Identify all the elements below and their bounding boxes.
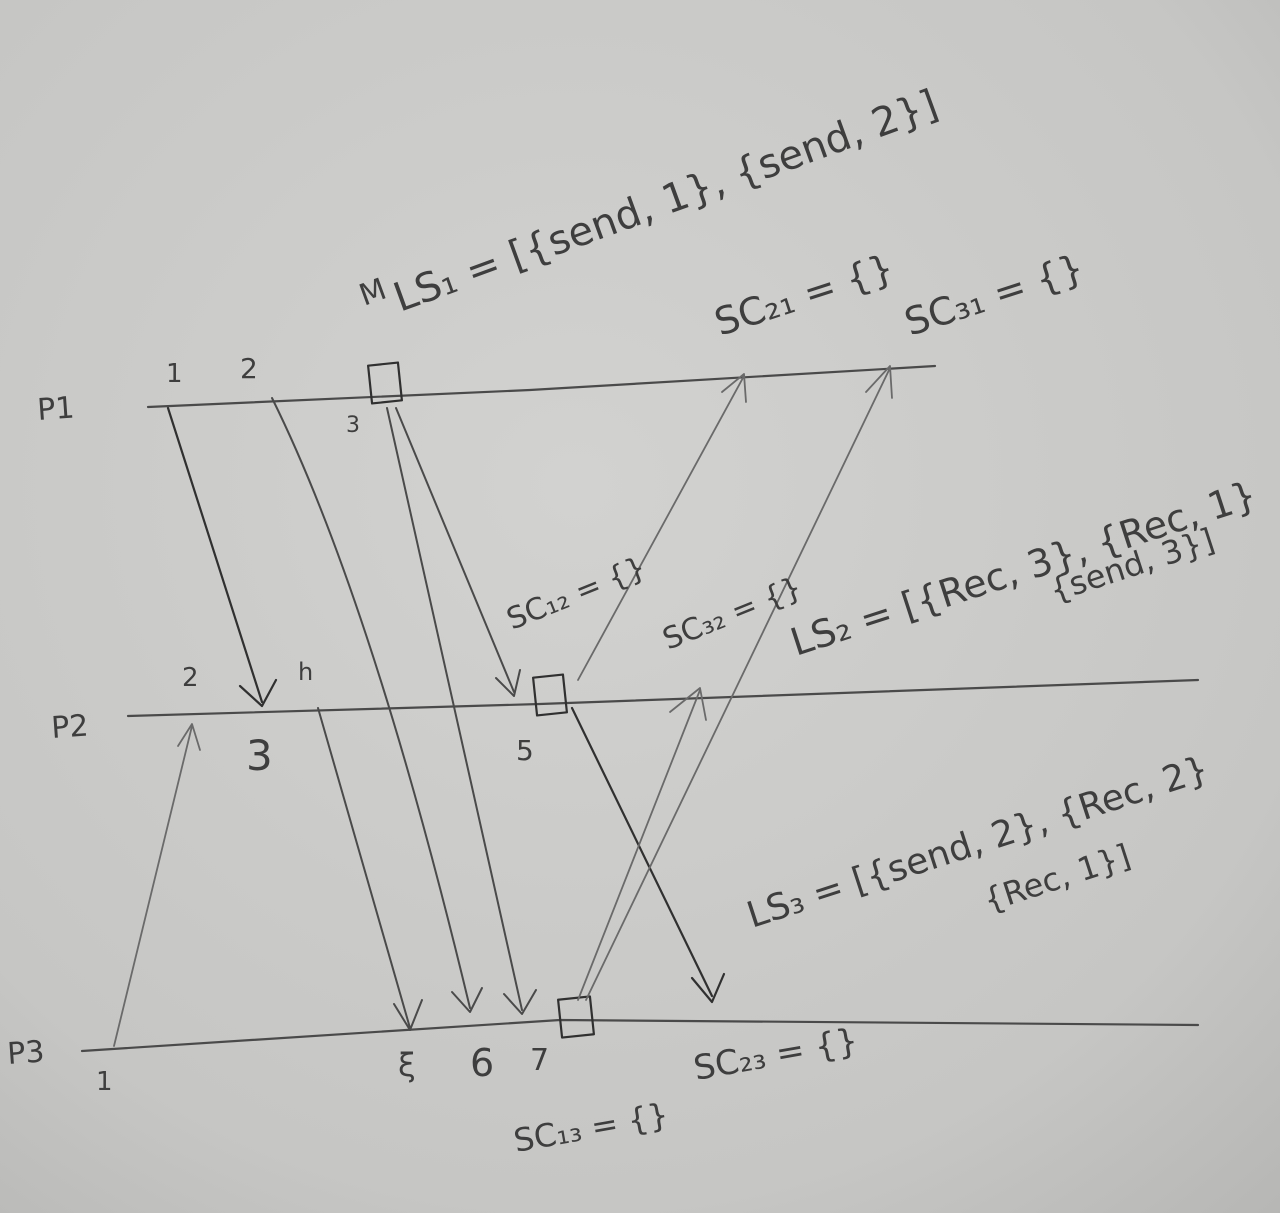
message-p2-marker-to-p3 [570, 706, 726, 1004]
message-p1-2-to-p3 [271, 397, 483, 1013]
p2-event-5: 5 [516, 734, 534, 767]
process-label-p2: P2 [50, 708, 90, 746]
message-p1-1-to-p2 [166, 406, 278, 708]
p1-event-3: 3 [346, 413, 360, 438]
p3-event-7: 7 [530, 1043, 549, 1078]
process-label-p3: P3 [6, 1034, 46, 1072]
message-p1-3-to-p3 [386, 407, 537, 1015]
snapshot-box-p1 [366, 361, 404, 405]
p1-event-2: 2 [240, 352, 258, 385]
p3-event-1: 1 [96, 1067, 113, 1097]
snapshot-box-p3 [557, 995, 595, 1039]
timeline-p1 [146, 364, 937, 409]
message-p3-marker-to-p2 [577, 687, 707, 1001]
p2-event-h: h [298, 658, 313, 686]
p2-event-3: 3 [246, 731, 273, 780]
message-p2-marker-to-p1 [577, 373, 747, 681]
p3-event-6: 6 [470, 1041, 494, 1085]
timeline-p2 [126, 678, 1200, 718]
p3-event-5: ξ [398, 1046, 416, 1084]
message-p2-h-to-p3 [317, 707, 423, 1031]
process-label-p1: P1 [36, 390, 76, 428]
message-p1-marker-to-p2 [395, 407, 521, 697]
message-p3-marker-to-p1 [585, 365, 893, 1001]
p2-event-2: 2 [182, 663, 199, 693]
message-p3-1-to-p2 [113, 723, 201, 1047]
p1-event-1: 1 [166, 359, 183, 389]
snapshot-box-p2 [531, 673, 569, 717]
